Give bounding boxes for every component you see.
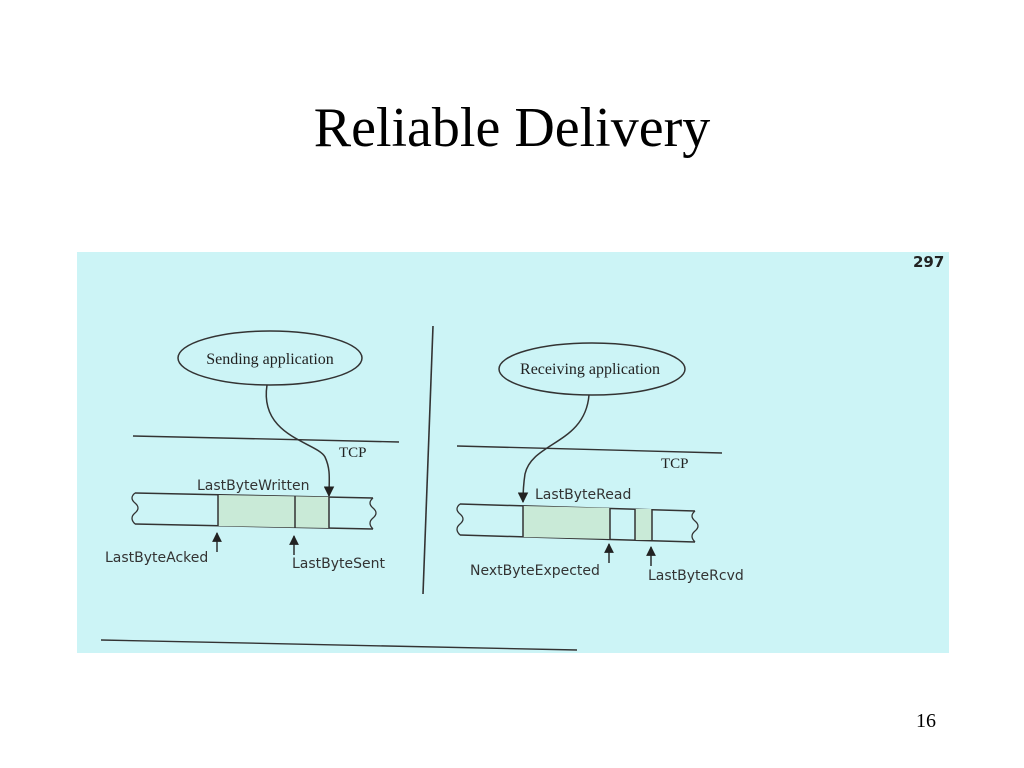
- panel-divider: [422, 325, 434, 595]
- sender-buffer-left-break: [131, 492, 139, 525]
- receiving-application-label: Receiving application: [520, 361, 660, 378]
- receiver-buffer-fill-ooo: [635, 509, 652, 540]
- receiver-tcp-label: TCP: [661, 456, 689, 472]
- last-byte-rcvd-label: LastByteRcvd: [648, 568, 744, 584]
- book-page-number: 297: [913, 253, 944, 271]
- receiver-buffer-left-break: [456, 503, 464, 536]
- receiver-tcp-line: [456, 445, 723, 454]
- sender-buffer-fill: [218, 495, 329, 528]
- last-byte-sent-label: LastByteSent: [292, 556, 386, 572]
- sending-application-ellipse: [177, 330, 363, 386]
- scanned-figure: 297 Sending application TCP LastByteWrit…: [77, 252, 949, 653]
- sender-write-arrow: [265, 384, 335, 498]
- sender-tcp-label: TCP: [339, 445, 367, 461]
- last-byte-read-label: LastByteRead: [535, 487, 631, 503]
- sender-side: Sending application TCP LastByteWritten …: [105, 330, 400, 572]
- receiver-buffer-bottom: [459, 534, 696, 543]
- next-byte-expected-label: NextByteExpected: [470, 563, 600, 579]
- slide-title: Reliable Delivery: [313, 97, 711, 159]
- sender-buffer-top: [134, 492, 374, 499]
- receiver-buffer-fill: [523, 506, 610, 539]
- receiver-read-arrow: [517, 394, 590, 504]
- last-byte-acked-label: LastByteAcked: [105, 550, 208, 566]
- tcp-buffer-diagram: 297 Sending application TCP LastByteWrit…: [100, 253, 944, 651]
- bottom-rule: [100, 639, 578, 651]
- sender-buffer-right-break: [369, 497, 377, 530]
- receiver-buffer-right-break: [691, 510, 699, 543]
- slide-number: 16: [916, 710, 936, 732]
- receiving-application-ellipse: [498, 342, 686, 396]
- last-byte-written-label: LastByteWritten: [197, 478, 309, 494]
- receiver-side: Receiving application TCP LastByteRead N…: [456, 342, 744, 584]
- sending-application-label: Sending application: [206, 351, 334, 368]
- sender-tcp-line: [132, 435, 400, 443]
